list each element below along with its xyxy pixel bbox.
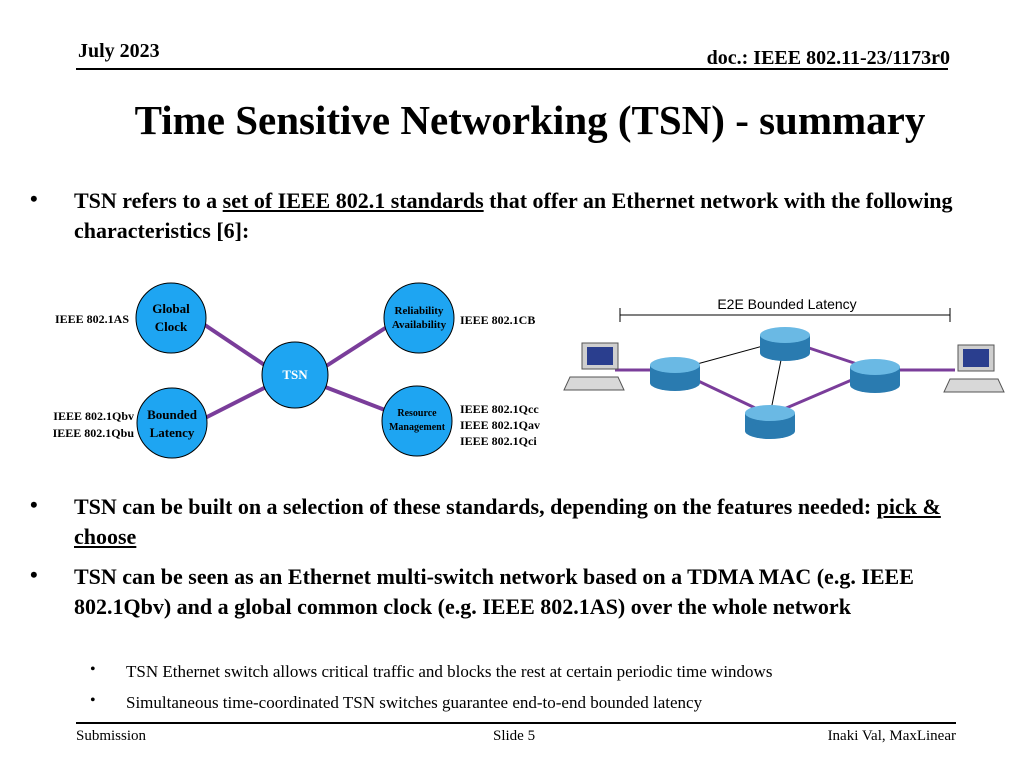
node-bounded-latency — [136, 387, 208, 459]
link-resource-mgmt — [319, 383, 386, 412]
e2e-bracket — [619, 308, 951, 322]
bullet-1-text-b: that offer an Ethernet network with the … — [74, 188, 953, 243]
bullet-1-text-a: TSN refers to a — [74, 188, 223, 213]
pc-left-icon — [563, 342, 625, 391]
std-802-1as: IEEE 802.1AS — [55, 312, 129, 326]
node-bounded-latency-line1: Bounded — [147, 407, 198, 422]
header-date: July 2023 — [78, 40, 160, 62]
header-doc-id: doc.: IEEE 802.11-23/1173r0 — [706, 47, 950, 69]
footer-slide-number: Slide 5 — [493, 728, 536, 744]
bullet-2: TSN can be built on a selection of these… — [74, 492, 954, 552]
node-reliability-line2: Availability — [392, 319, 447, 331]
router-icon-2 — [760, 327, 810, 361]
bullet-2-text: TSN can be built on a selection of these… — [74, 494, 877, 519]
std-802-1qav: IEEE 802.1Qav — [460, 418, 540, 432]
sub-bullet-1: TSN Ethernet switch allows critical traf… — [126, 662, 773, 681]
sub-bullet-marker: • — [90, 692, 96, 709]
router-icon-1 — [650, 357, 700, 391]
tsn-diagram: Global Clock Reliability Availability TS… — [53, 282, 540, 459]
bullet-1: TSN refers to a set of IEEE 802.1 standa… — [74, 186, 974, 246]
std-802-1cb: IEEE 802.1CB — [460, 313, 535, 327]
header-divider — [76, 68, 948, 70]
link-bounded-latency — [204, 383, 271, 420]
e2e-network-diagram: E2E Bounded Latency — [563, 296, 1005, 439]
node-tsn — [261, 341, 329, 409]
bullet-marker: • — [30, 492, 38, 517]
pc-right-icon — [943, 344, 1005, 393]
bullet-marker: • — [30, 562, 38, 587]
node-global-clock — [135, 282, 207, 354]
node-resource-mgmt-line1: Resource — [397, 408, 437, 419]
node-reliability-line1: Reliability — [395, 305, 444, 317]
router-icon-3 — [745, 405, 795, 439]
node-global-clock-line1: Global — [152, 301, 190, 316]
footer-divider — [76, 722, 956, 724]
footer-left: Submission — [76, 728, 147, 744]
node-bounded-latency-line2: Latency — [150, 425, 195, 440]
bullet-2-underlined: pick & choose — [74, 494, 941, 549]
node-tsn-label: TSN — [282, 367, 308, 382]
slide-title: Time Sensitive Networking (TSN) - summar… — [134, 97, 926, 143]
router-icon-4 — [850, 359, 900, 393]
std-802-1qci: IEEE 802.1Qci — [460, 434, 537, 448]
bullet-1-underlined: set of IEEE 802.1 standards — [222, 188, 484, 213]
bullet-marker: • — [30, 186, 38, 211]
std-802-1qbv: IEEE 802.1Qbv — [53, 409, 134, 423]
footer-right: Inaki Val, MaxLinear — [827, 728, 956, 744]
node-reliability — [383, 282, 455, 354]
node-global-clock-line2: Clock — [155, 319, 188, 334]
sub-bullet-marker: • — [90, 661, 96, 678]
node-resource-mgmt — [381, 385, 453, 457]
bullet-3: TSN can be seen as an Ethernet multi-swi… — [74, 564, 914, 619]
sub-bullet-2: Simultaneous time-coordinated TSN switch… — [126, 693, 703, 712]
node-resource-mgmt-line2: Management — [389, 422, 446, 433]
std-802-1qbu: IEEE 802.1Qbu — [53, 426, 135, 440]
std-802-1qcc: IEEE 802.1Qcc — [460, 402, 539, 416]
link-reliability — [318, 323, 392, 372]
e2e-label: E2E Bounded Latency — [717, 296, 856, 312]
